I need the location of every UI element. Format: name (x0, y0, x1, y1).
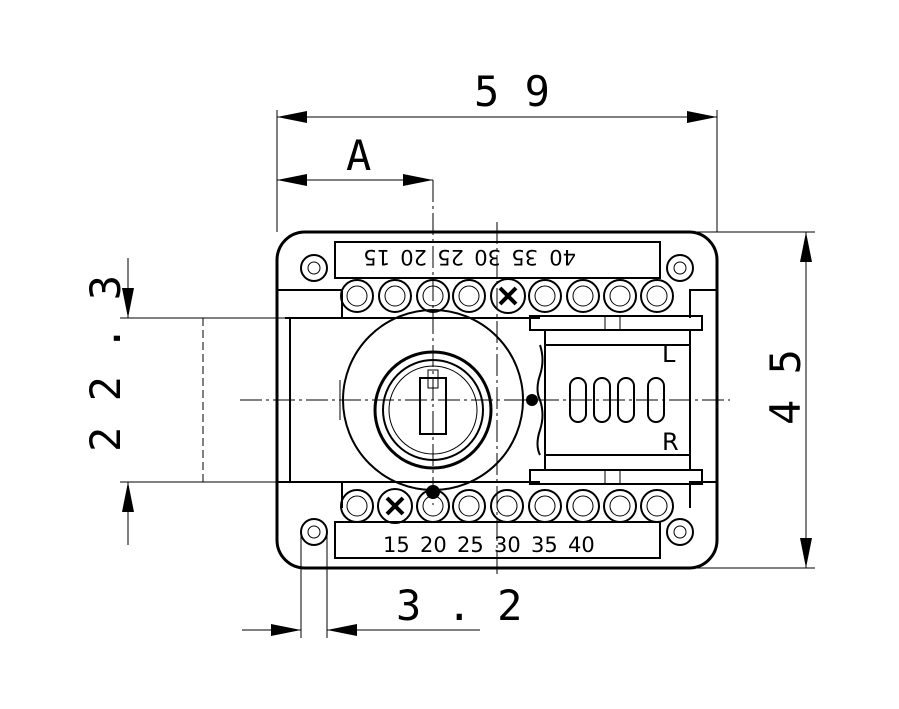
screw-icon (377, 278, 526, 524)
top-scale-label: 30 (474, 245, 501, 269)
hole-arrow-left (271, 624, 301, 636)
hole-extension-lines (300, 532, 328, 638)
bottom-adjust-holes (340, 489, 674, 523)
width-extension-lines (276, 110, 718, 232)
a-arrow-left (277, 174, 307, 186)
top-scale-label: 15 (363, 245, 390, 269)
top-scale-label: 40 (549, 245, 576, 269)
bottom-scale-label: 20 (420, 533, 447, 557)
top-scale-label: 25 (437, 245, 464, 269)
bottom-scale-label: 25 (457, 533, 484, 557)
bottom-pin-marker (426, 485, 440, 499)
top-adjust-holes (340, 279, 674, 313)
top-scale-labels: 40 35 30 25 20 15 (363, 245, 576, 269)
side-label-right: R (662, 428, 679, 456)
cyl-arrow-bottom (122, 482, 134, 512)
slider-ticks (604, 316, 621, 484)
width-arrow-right (687, 111, 717, 123)
bottom-scale-label: 15 (383, 533, 410, 557)
bottom-scale-label: 35 (531, 533, 558, 557)
height-arrow-bottom (800, 538, 812, 568)
left-bracket (277, 289, 343, 508)
height-extension-lines (690, 231, 815, 569)
a-dimension-label: A (346, 131, 371, 180)
slider-top-rail (529, 315, 703, 331)
side-label-left: L (662, 340, 676, 368)
cyl-arrow-top (122, 288, 134, 318)
width-arrow-left (277, 111, 307, 123)
height-dimension-label: 4 5 (761, 349, 810, 425)
hole-dimension-label: 3 . 2 (396, 581, 522, 630)
top-scale-label: 20 (400, 245, 427, 269)
bottom-scale-labels: 15 20 25 30 35 40 (383, 533, 595, 557)
hole-arrow-right (327, 624, 357, 636)
height-arrow-top (800, 232, 812, 262)
slider-bottom-rail (529, 469, 703, 485)
top-scale-label: 35 (511, 245, 538, 269)
bottom-scale-label: 40 (568, 533, 595, 557)
cyl-dimension-label: 2 2 . 3 (81, 275, 130, 452)
bottom-scale-label: 30 (494, 533, 521, 557)
right-bracket (689, 289, 717, 508)
width-dimension-label: 5 9 (474, 67, 550, 116)
a-arrow-right (403, 174, 433, 186)
mounting-hole-icon (300, 254, 694, 546)
